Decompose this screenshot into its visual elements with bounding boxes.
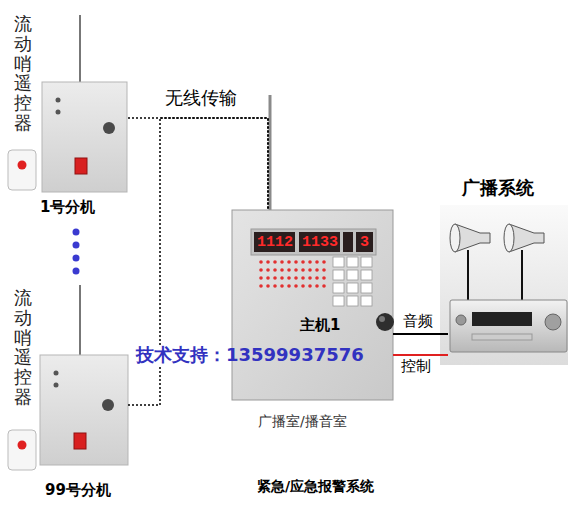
ellipsis-dot (73, 229, 80, 236)
key-lock (103, 122, 115, 134)
connector (128, 118, 268, 210)
remote-button (18, 441, 27, 450)
diagram-caption: 紧急/应急报警系统 (257, 478, 374, 494)
speaker-pole (521, 250, 523, 300)
host-housing (232, 210, 393, 400)
led-window (343, 232, 353, 252)
ellipsis-dot (73, 268, 80, 275)
amplifier-knob (456, 315, 466, 325)
indicator-light (54, 383, 59, 388)
amplifier-display (472, 312, 532, 326)
unit-housing (40, 355, 128, 465)
led-grid (258, 258, 328, 290)
broadcast-panel (440, 205, 568, 365)
led-window (254, 232, 295, 252)
led-readout: 1133 (302, 234, 338, 251)
led-readout: 1112 (257, 234, 293, 251)
indicator-light (54, 371, 59, 376)
alarm-button (75, 158, 87, 174)
horn-mouth (504, 224, 514, 252)
key-lock (102, 399, 114, 411)
speaker-pole (467, 250, 469, 300)
ellipsis-dot (73, 255, 80, 262)
antenna (79, 15, 81, 82)
antenna (79, 285, 81, 355)
indicator-light (56, 110, 61, 115)
led-readout: 3 (360, 234, 369, 251)
connector-label: 无线传输 (165, 88, 237, 109)
remote-control (8, 430, 36, 470)
node-sublabel: 广播室/播音室 (258, 413, 347, 429)
connector-label: 音频 (403, 313, 433, 330)
key-lock-highlight (379, 316, 385, 322)
horn-mouth (450, 224, 460, 252)
key-lock (376, 313, 394, 331)
node-label: 主机1 (300, 317, 340, 334)
led-window (356, 232, 373, 252)
keypad (332, 256, 374, 308)
node-label: 1号分机 (40, 199, 95, 216)
unit-box: 1号分机 (40, 82, 128, 222)
broadcast-box: 广播系统 (448, 178, 568, 365)
ellipsis-dot (73, 242, 80, 249)
connector (393, 333, 448, 335)
antenna (269, 95, 272, 212)
indicator-light (56, 98, 61, 103)
amplifier-knob (545, 314, 561, 330)
connector-label: 控制 (401, 358, 431, 375)
amplifier (450, 300, 567, 352)
remote-button (18, 161, 27, 170)
unit-box: 99号分机 (40, 355, 128, 503)
node-label: 广播系统 (462, 178, 534, 199)
remote-label: 流动哨遥控器 (14, 288, 32, 407)
unit-housing (42, 82, 127, 192)
support-phone: 技术支持：13599937576 (136, 345, 364, 366)
node-label: 99号分机 (45, 482, 111, 499)
connector (393, 354, 448, 356)
remote-control (8, 150, 36, 190)
display-panel (251, 229, 376, 255)
amplifier-buttons (472, 334, 532, 340)
remote-label: 流动哨遥控器 (14, 14, 32, 133)
alarm-button (74, 433, 86, 449)
led-window (299, 232, 340, 252)
